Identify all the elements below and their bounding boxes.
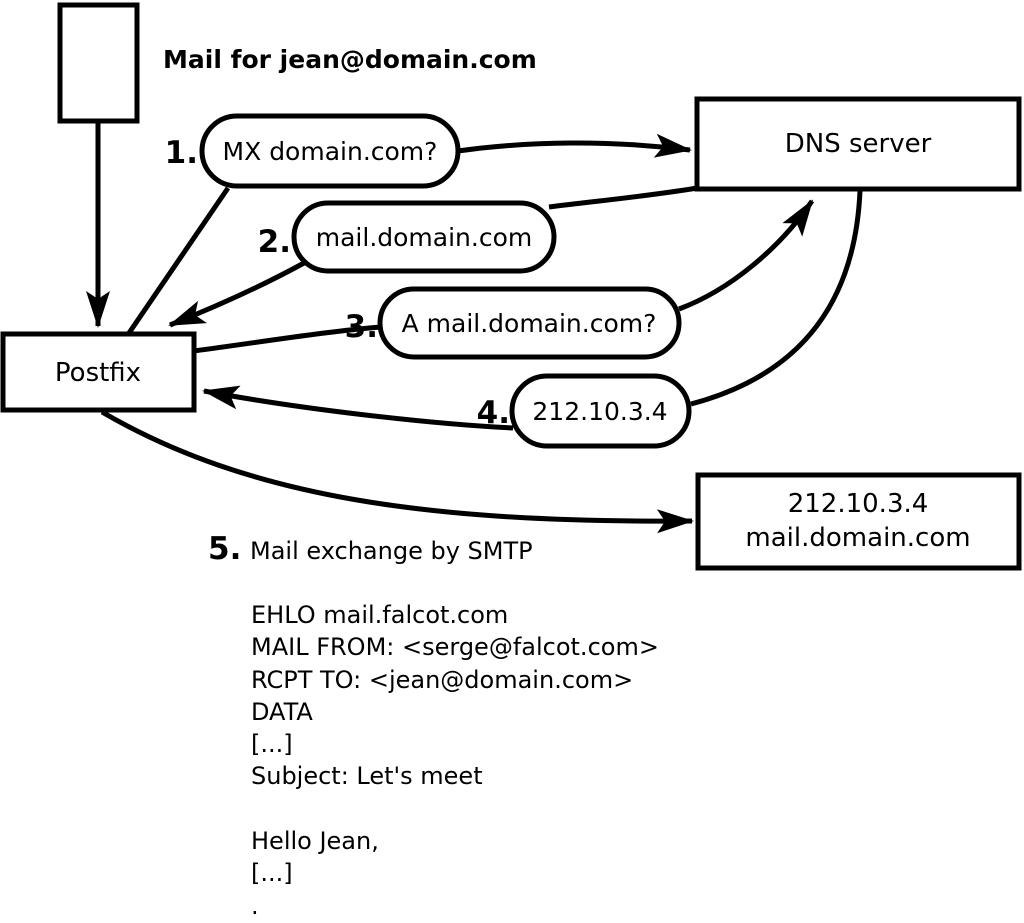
step1-number: 1. (165, 135, 198, 171)
arrow-mx-reply-to-postfix (168, 260, 306, 328)
arrow-a-reply-to-postfix (202, 385, 514, 431)
mx-reply-bubble (291, 200, 557, 274)
mail-note-label: Mail for jean@domain.com (163, 45, 537, 74)
postfix-node (0, 331, 197, 413)
a-query-label: A mail.domain.com? (402, 309, 657, 338)
a-reply-label: 212.10.3.4 (532, 397, 667, 426)
smtp-line-2: RCPT TO: <jean@domain.com> (251, 666, 633, 694)
line-dns-to-a-reply (690, 190, 863, 407)
mail-server-hostname-label: mail.domain.com (745, 523, 970, 553)
line-postfix-to-a-query (193, 324, 382, 354)
mx-query-label: MX domain.com? (223, 137, 438, 166)
envelope-node (57, 2, 140, 124)
smtp-line-8: [...] (251, 859, 293, 887)
step3-number: 3. (345, 309, 378, 345)
smtp-line-5: Subject: Let's meet (251, 762, 483, 790)
smtp-line-4: [...] (251, 730, 293, 758)
mx-reply-label: mail.domain.com (316, 223, 532, 252)
step2-number: 2. (258, 224, 291, 260)
arrow-a-query-to-dns (678, 199, 815, 312)
step5-label: Mail exchange by SMTP (250, 537, 533, 565)
mail-server-node (695, 472, 1022, 571)
arrow-postfix-to-mail-server (100, 409, 694, 534)
smtp-line-3: DATA (251, 698, 313, 726)
smtp-line-9: . (251, 892, 259, 919)
postfix-label: Postfix (55, 358, 141, 388)
line-dns-to-mx-reply (548, 185, 698, 210)
a-query-bubble (377, 286, 682, 360)
line-postfix-to-mx-query (126, 186, 231, 335)
step4-number: 4. (477, 395, 510, 431)
step5-number: 5. (208, 531, 241, 567)
mx-query-bubble (199, 113, 461, 189)
dns-server-node (694, 96, 1022, 192)
dns-server-label: DNS server (785, 129, 932, 159)
mail-server-ip-label: 212.10.3.4 (788, 489, 929, 519)
smtp-line-7: Hello Jean, (251, 827, 379, 855)
smtp-line-0: EHLO mail.falcot.com (251, 601, 508, 629)
smtp-line-1: MAIL FROM: <serge@falcot.com> (251, 633, 659, 661)
arrow-mx-query-to-dns (457, 133, 692, 158)
a-reply-bubble (509, 373, 692, 449)
